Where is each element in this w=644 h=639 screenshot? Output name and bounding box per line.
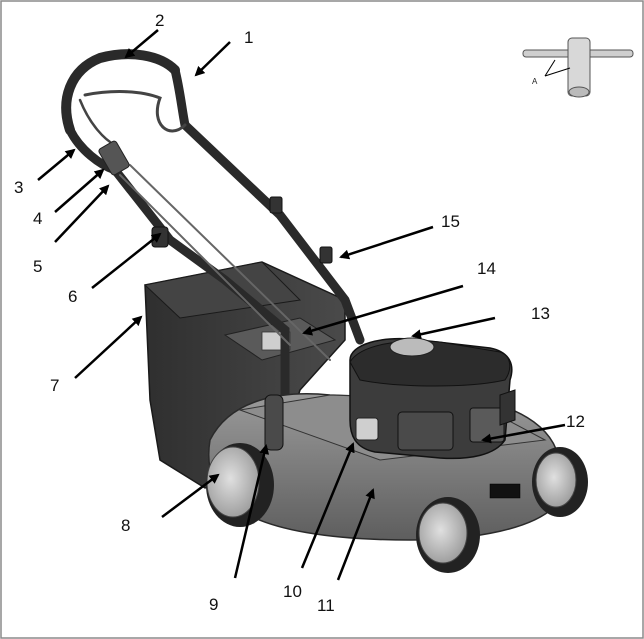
front-wheel-right-hub xyxy=(535,452,577,508)
callout-label-1: 1 xyxy=(244,28,253,47)
callout-label-14: 14 xyxy=(477,259,496,278)
callout-arrow-14 xyxy=(302,284,464,336)
callout-arrow-5 xyxy=(54,184,110,243)
callout-label-10: 10 xyxy=(283,582,302,601)
handle-right-lower xyxy=(180,120,365,345)
handle-top-bar xyxy=(61,49,180,135)
cable-clip-upper xyxy=(269,196,283,214)
inset-leader-line xyxy=(544,67,571,77)
exhaust-muffler xyxy=(499,389,516,426)
front-wheel-left xyxy=(416,497,480,573)
callout-label-12: 12 xyxy=(566,412,585,431)
front-wheel-left-hub xyxy=(418,502,468,564)
callout-label-5: 5 xyxy=(33,257,42,276)
engine xyxy=(349,337,516,460)
height-adjustment-lever xyxy=(264,394,284,451)
inset-label-a: A xyxy=(532,77,538,86)
callout-arrow-4 xyxy=(54,168,105,213)
grass-bag-top xyxy=(143,261,302,319)
callout-arrow-12 xyxy=(481,423,566,444)
handle-clamp-upper xyxy=(98,140,130,176)
callout-label-4: 4 xyxy=(33,209,42,228)
callout-arrow-13 xyxy=(411,316,496,340)
callout-label-2: 2 xyxy=(155,11,164,30)
callout-label-15: 15 xyxy=(441,212,460,231)
callout-arrow-15 xyxy=(339,225,434,260)
callout-arrow-7 xyxy=(74,315,143,379)
drive-bail-lever xyxy=(83,90,187,133)
drive-cable xyxy=(129,164,331,361)
callout-arrow-8 xyxy=(161,473,220,518)
inset-leader-line xyxy=(544,59,556,77)
callout-arrow-10 xyxy=(300,442,355,569)
t-wrench-inset: A xyxy=(522,37,634,98)
callout-arrow-1 xyxy=(194,41,231,77)
callout-arrow-3 xyxy=(37,148,76,181)
callout-arrow-9 xyxy=(233,444,270,579)
callout-label-11: 11 xyxy=(317,596,335,615)
push-handle xyxy=(61,49,365,425)
fuel-cap xyxy=(389,337,435,357)
air-filter-housing xyxy=(397,411,454,451)
callout-label-13: 13 xyxy=(531,304,550,323)
callout-label-7: 7 xyxy=(50,376,59,395)
cable-clip-lower xyxy=(319,246,333,264)
front-wheel-right xyxy=(532,447,588,517)
callout-label-9: 9 xyxy=(209,595,218,614)
oil-dipstick-cap xyxy=(355,417,379,441)
rear-wheel xyxy=(206,443,274,527)
callout-arrow-6 xyxy=(91,232,162,289)
callout-labels: 1 2 3 4 5 6 7 8 9 10 11 12 13 14 15 xyxy=(14,11,585,615)
callout-arrows xyxy=(37,29,566,581)
callout-arrow-2 xyxy=(124,29,159,59)
callout-label-8: 8 xyxy=(121,516,130,535)
engine-cover xyxy=(349,340,511,387)
control-cable xyxy=(119,174,291,346)
callout-arrow-11 xyxy=(336,488,375,581)
callout-label-6: 6 xyxy=(68,287,77,306)
brand-badge xyxy=(489,483,521,499)
callout-label-3: 3 xyxy=(14,178,23,197)
t-wrench-socket-end xyxy=(568,86,590,98)
